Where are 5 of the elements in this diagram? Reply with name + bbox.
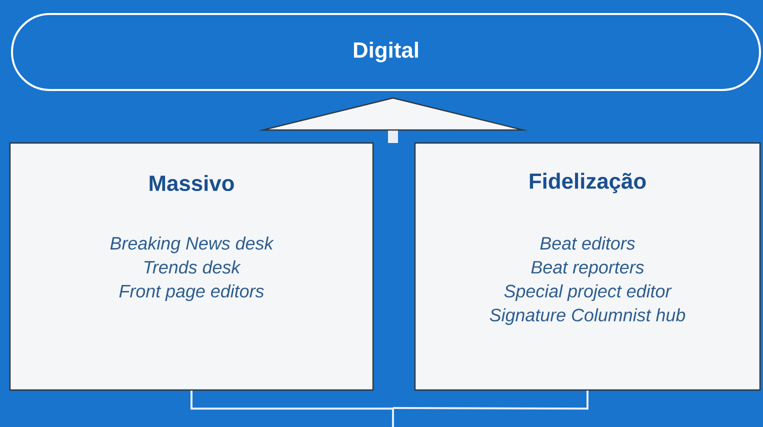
connector-line xyxy=(190,390,394,427)
category-box: Massivo Breaking News desk Trends desk Front page editors xyxy=(9,142,374,391)
category-box: Fidelização Beat editors Beat reporters Special project editor Signature Columnist hub xyxy=(414,142,761,391)
connector-line xyxy=(393,390,588,410)
pill-box: Digital xyxy=(11,13,761,91)
